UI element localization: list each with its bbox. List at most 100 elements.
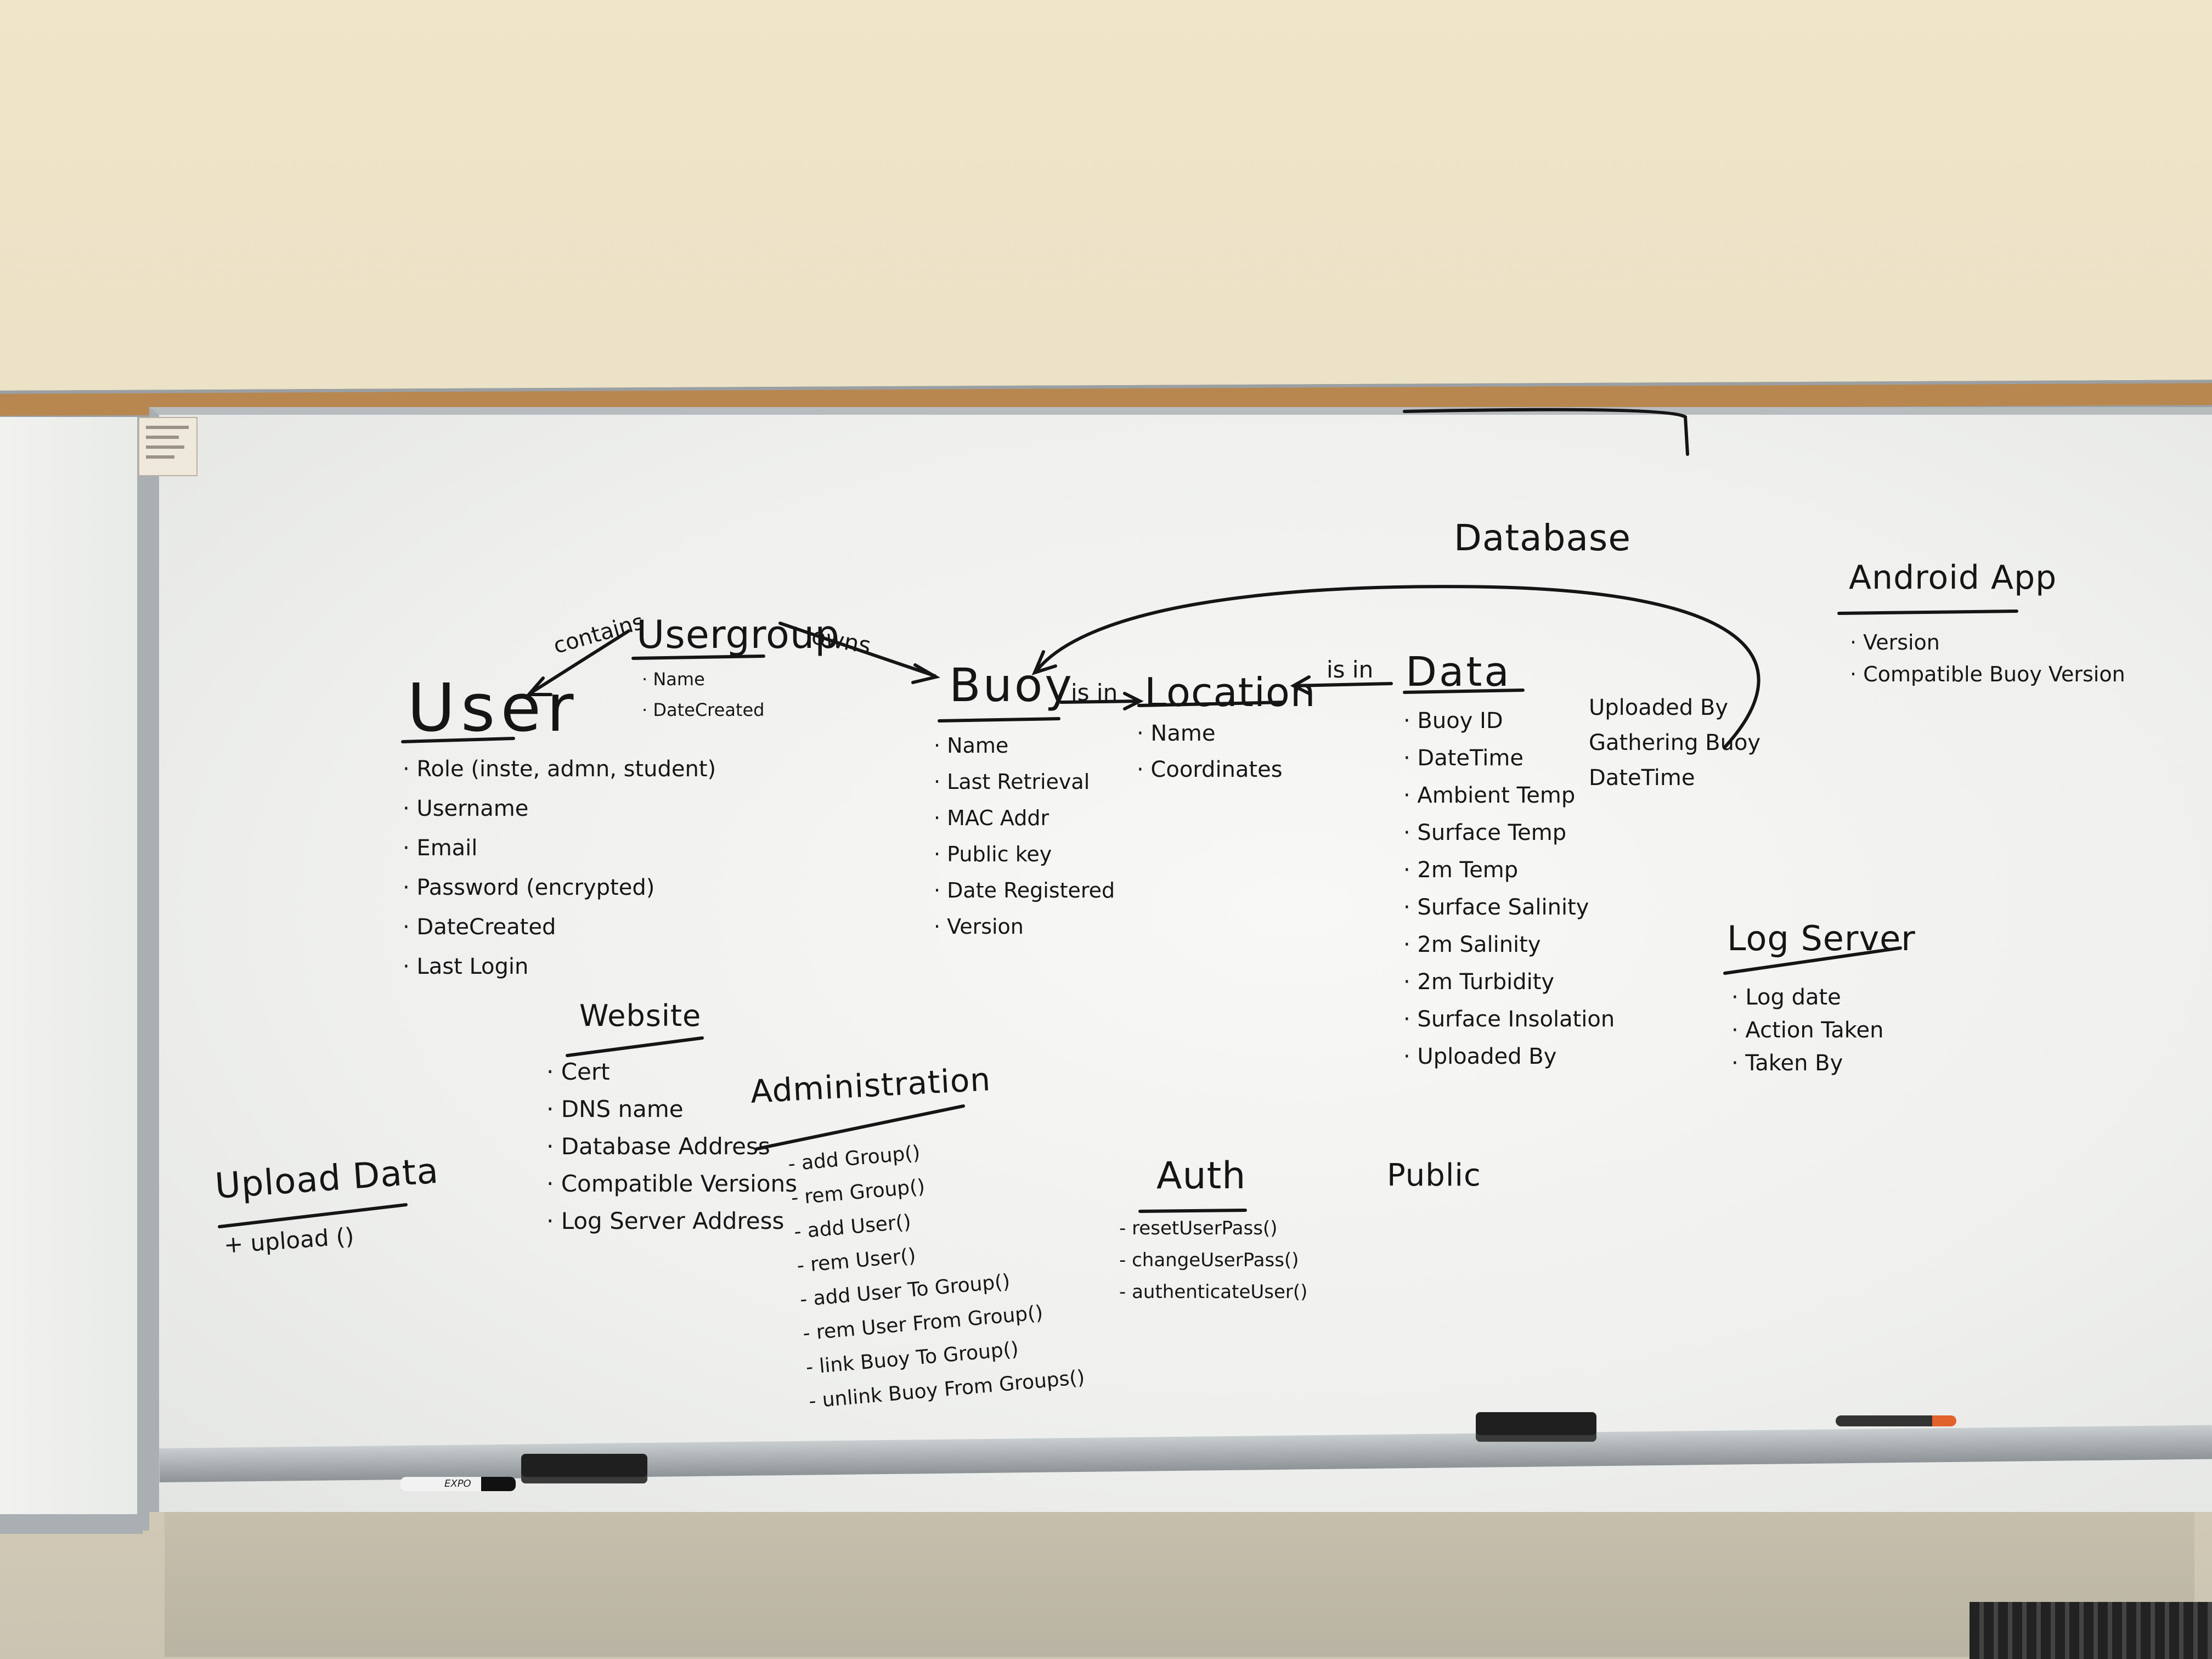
data-entity-heading: Data: [1406, 648, 1511, 696]
list-item: · Name: [934, 733, 1009, 758]
list-item: · Surface Insolation: [1403, 1007, 1615, 1032]
android-underline: [1837, 610, 2018, 615]
list-item: · Email: [403, 836, 478, 861]
location-underline: [1137, 701, 1285, 707]
upload-underline: [218, 1203, 408, 1228]
buoy-location-relation-label: is in: [1071, 679, 1118, 706]
usergroup-entity-heading: Usergroup: [636, 612, 840, 657]
list-item: · DateCreated: [403, 915, 556, 940]
location-attribute-list: · Name · Coordinates: [1137, 715, 1283, 788]
list-item: · Compatible Buoy Version: [1850, 662, 2125, 686]
list-item: - authenticateUser(): [1119, 1281, 1308, 1303]
list-item: · Name: [642, 669, 705, 690]
website-attribute-list: · Cert · DNS name · Database Address · C…: [546, 1053, 797, 1240]
list-item: · Password (encrypted): [403, 875, 655, 900]
list-item: · Version: [1850, 630, 1940, 654]
list-item: · Database Address: [546, 1133, 770, 1160]
list-item: · 2m Temp: [1403, 857, 1519, 883]
list-item: · DateTime: [1403, 746, 1523, 771]
gathering-buoy-arrowhead: [1031, 650, 1057, 675]
list-item: · Surface Salinity: [1403, 895, 1589, 920]
log-server-attribute-list: · Log date · Action Taken · Taken By: [1731, 981, 1883, 1080]
buoy-entity-heading: Buoy: [949, 658, 1074, 712]
board-corner-scribble: [1403, 408, 1689, 456]
list-item: · Ambient Temp: [1403, 783, 1576, 808]
list-item: Uploaded By: [1589, 695, 1728, 720]
contains-arrowhead: [525, 676, 552, 696]
list-item: · Role (inste, admn, student): [403, 757, 716, 782]
list-item: · Action Taken: [1731, 1018, 1884, 1043]
android-app-attribute-list: · Version · Compatible Buoy Version: [1850, 627, 2125, 690]
eraser-left[interactable]: [521, 1454, 647, 1483]
auth-underline: [1138, 1209, 1247, 1213]
list-item: - resetUserPass(): [1119, 1217, 1278, 1239]
list-item: · Uploaded By: [1403, 1044, 1557, 1069]
owns-arrow-line: [778, 622, 936, 678]
list-item: · MAC Addr: [934, 806, 1049, 830]
location-entity-heading: Location: [1144, 669, 1316, 715]
data-location-relation-label: is in: [1327, 656, 1374, 683]
website-underline: [566, 1036, 704, 1057]
owns-arrowhead: [911, 663, 941, 684]
list-item: DateTime: [1589, 765, 1695, 791]
list-item: · Taken By: [1731, 1051, 1843, 1076]
left-whiteboard-panel: [0, 417, 149, 1531]
auth-method-list: - resetUserPass() - changeUserPass() - a…: [1119, 1212, 1307, 1308]
main-whiteboard: [149, 407, 2212, 1512]
list-item: · Name: [1137, 721, 1216, 746]
list-item: · Public key: [934, 842, 1052, 866]
uploaded-by-relation-attributes: Uploaded By Gathering Buoy DateTime: [1589, 690, 1760, 795]
list-item: Gathering Buoy: [1589, 730, 1761, 755]
board-notice-sticker: [138, 417, 198, 476]
list-item: · Log date: [1731, 985, 1841, 1010]
data-attribute-list: · Buoy ID · DateTime · Ambient Temp · Su…: [1403, 702, 1615, 1075]
marker-black[interactable]: EXPO: [400, 1477, 516, 1491]
wall-below-board: [165, 1492, 2194, 1657]
gathering-buoy-arc: [1035, 585, 1760, 749]
public-heading: Public: [1387, 1158, 1481, 1193]
android-app-heading: Android App: [1849, 558, 2057, 597]
auth-heading: Auth: [1156, 1154, 1246, 1198]
list-item: · DNS name: [546, 1096, 684, 1122]
list-item: · Last Retrieval: [934, 770, 1090, 794]
eraser-right[interactable]: [1476, 1412, 1596, 1442]
user-attribute-list: · Role (inste, admn, student) · Username…: [403, 749, 716, 986]
list-item: · Last Login: [403, 954, 529, 979]
list-item: · Log Server Address: [546, 1207, 785, 1234]
buoy-attribute-list: · Name · Last Retrieval · MAC Addr · Pub…: [934, 727, 1115, 945]
usergroup-attribute-list: · Name · DateCreated: [642, 664, 764, 725]
data-isin-line: [1293, 682, 1393, 687]
list-item: · 2m Turbidity: [1403, 969, 1555, 995]
list-item: · Surface Temp: [1403, 820, 1567, 845]
list-item: · 2m Salinity: [1403, 932, 1541, 957]
administration-method-list: - add Group() - rem Group() - add User()…: [787, 1124, 1086, 1419]
data-isin-arrowhead: [1290, 675, 1311, 695]
left-marker-tray: [0, 1514, 143, 1534]
database-heading: Database: [1454, 517, 1631, 559]
buoy-isin-arrowhead: [1123, 692, 1144, 710]
list-item: - changeUserPass(): [1119, 1249, 1299, 1271]
list-item: · Username: [403, 796, 529, 821]
user-underline: [401, 737, 515, 743]
user-entity-heading: User: [407, 670, 579, 747]
data-underline: [1403, 689, 1525, 694]
logserver-underline: [1723, 946, 1902, 975]
contains-arrow-line: [528, 629, 630, 695]
log-server-heading: Log Server: [1727, 918, 1916, 958]
list-item: · Compatible Versions: [546, 1170, 798, 1197]
admin-underline: [755, 1104, 965, 1150]
website-heading: Website: [579, 998, 702, 1033]
list-item: · Version: [934, 915, 1024, 939]
floor-heater: [1970, 1602, 2212, 1659]
buoy-underline: [938, 717, 1060, 723]
list-item: · Cert: [546, 1058, 610, 1085]
list-item: · Coordinates: [1137, 757, 1283, 782]
marker-label: EXPO: [444, 1478, 471, 1489]
buoy-isin-line: [1059, 699, 1139, 704]
list-item: · DateCreated: [642, 699, 765, 720]
list-item: · Buoy ID: [1403, 708, 1503, 733]
marker-red[interactable]: [1836, 1415, 1956, 1426]
list-item: · Date Registered: [934, 878, 1115, 902]
usergroup-underline: [631, 654, 765, 660]
